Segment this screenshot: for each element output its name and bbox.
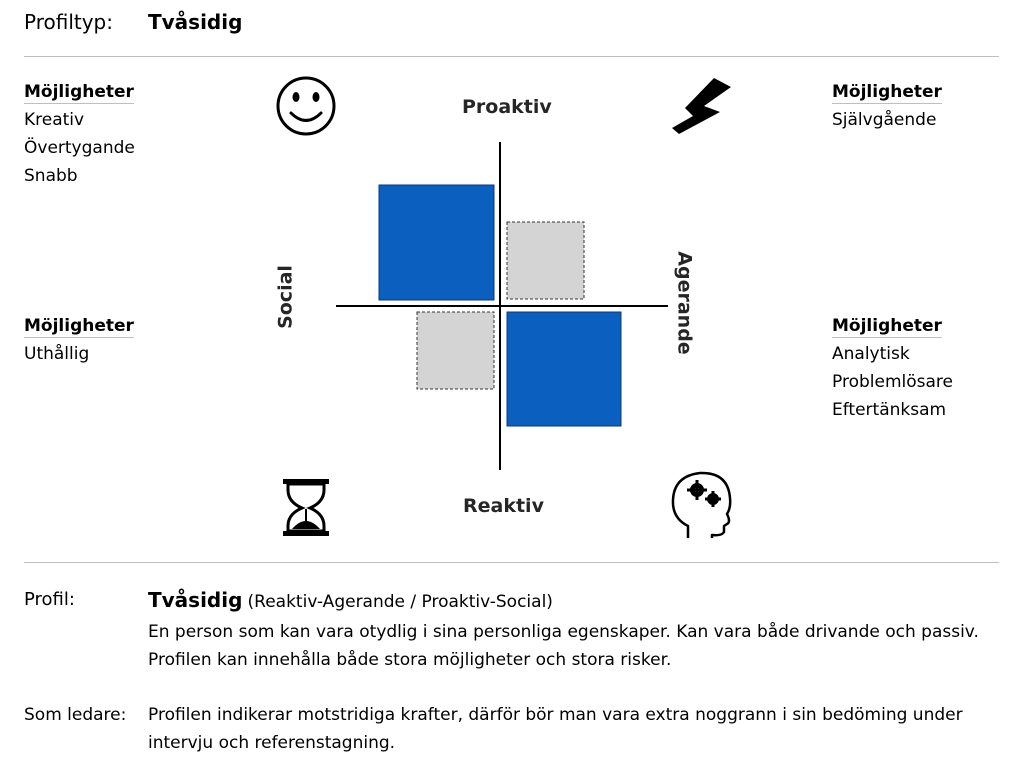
list-item: Eftertänksam xyxy=(832,400,947,420)
lightning-icon xyxy=(672,78,731,134)
leader-label: Som ledare: xyxy=(24,705,127,725)
list-item: Självgående xyxy=(832,110,937,130)
quadrant-bottom-left: Möjligheter Uthållig xyxy=(24,316,134,368)
quadrant-title: Möjligheter xyxy=(24,82,134,104)
smiley-icon xyxy=(276,76,336,136)
leader-text: Profilen indikerar motstridiga krafter, … xyxy=(148,705,963,753)
top-divider xyxy=(24,56,999,57)
list-item: Övertygande xyxy=(24,138,135,158)
quadrant-title: Möjligheter xyxy=(24,316,134,338)
axis-label-bottom: Reaktiv xyxy=(463,495,544,517)
quadrant-top-left: Möjligheter Kreativ Övertygande Snabb xyxy=(24,82,135,190)
profile-label: Profil: xyxy=(24,589,75,610)
hourglass-icon xyxy=(283,479,329,536)
quadrant-bottom-right: Möjligheter Analytisk Problemlösare Efte… xyxy=(832,316,953,424)
axis-label-top: Proaktiv xyxy=(462,96,552,118)
list-item: Snabb xyxy=(24,166,78,186)
profile-subtitle: (Reaktiv-Agerande / Proaktiv-Social) xyxy=(247,592,553,612)
quadrant-box-reaktiv-agerande xyxy=(506,311,622,427)
quadrant-box-proaktiv-agerande xyxy=(506,221,585,300)
quadrant-box-reaktiv-social xyxy=(416,311,495,390)
head-gears-icon xyxy=(671,471,732,538)
quadrant-title: Möjligheter xyxy=(832,82,942,104)
list-item: Analytisk xyxy=(832,344,910,364)
bottom-divider xyxy=(24,562,999,563)
profile-block: Tvåsidig (Reaktiv-Agerande / Proaktiv-So… xyxy=(148,588,1008,674)
profile-type-value: Tvåsidig xyxy=(148,10,243,34)
quadrant-box-proaktiv-social xyxy=(378,184,495,301)
profile-name: Tvåsidig xyxy=(148,588,243,612)
quadrant-top-right: Möjligheter Självgående xyxy=(832,82,942,134)
list-item: Kreativ xyxy=(24,110,85,130)
list-item: Uthållig xyxy=(24,344,90,364)
list-item: Problemlösare xyxy=(832,372,953,392)
quadrant-title: Möjligheter xyxy=(832,316,942,338)
profile-type-label: Profiltyp: xyxy=(24,10,113,34)
profile-description: En person som kan vara otydlig i sina pe… xyxy=(148,622,979,670)
